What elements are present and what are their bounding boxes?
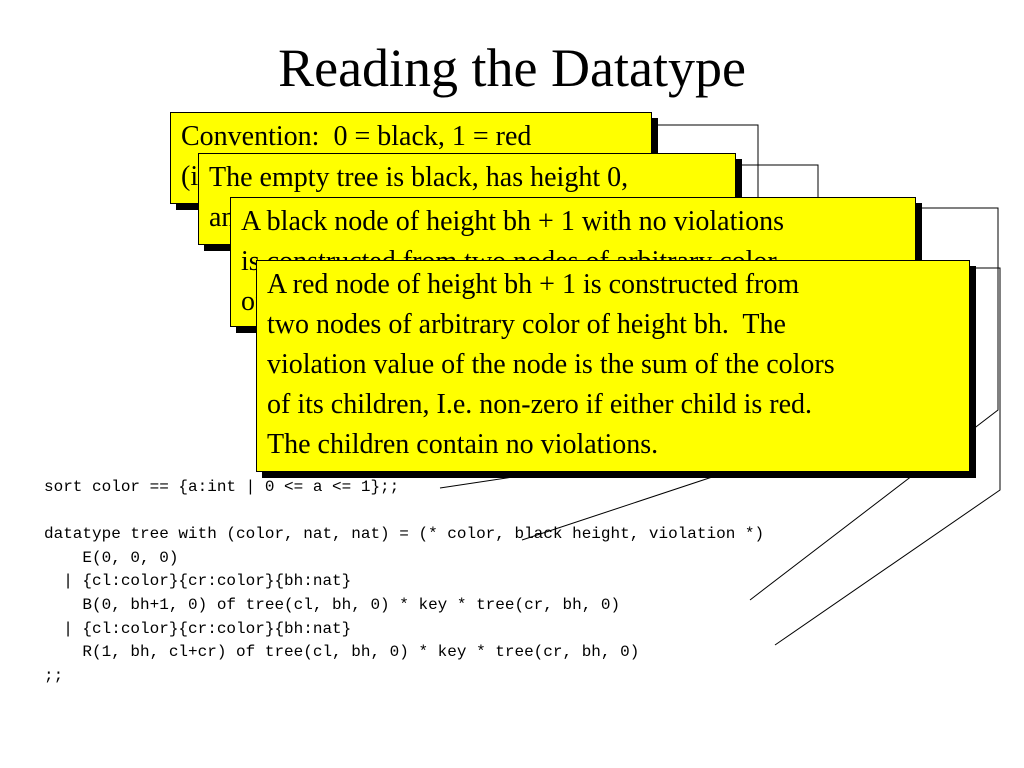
code-line: sort color == {a:int | 0 <= a <= 1};; — [44, 478, 400, 496]
code-line: | {cl:color}{cr:color}{bh:nat} — [44, 619, 352, 638]
code-line: | {cl:color}{cr:color}{bh:nat} — [44, 572, 352, 591]
code-line: B(0, bh+1, 0) of tree(cl, bh, 0) * key *… — [44, 595, 621, 614]
code-line — [44, 500, 764, 524]
connector-line-4 — [774, 267, 1001, 646]
code-line: R(1, bh, cl+cr) of tree(cl, bh, 0) * key… — [44, 643, 640, 662]
callout-red-node: A red node of height bh + 1 is construct… — [256, 260, 970, 472]
code-line: E(0, 0, 0) — [44, 548, 179, 567]
code-line: datatype tree with (color, nat, nat) = (… — [44, 525, 765, 544]
slide-title: Reading the Datatype — [278, 38, 746, 98]
connector-line-3 — [749, 207, 999, 601]
code-block: sort color == {a:int | 0 <= a <= 1};; da… — [44, 476, 764, 688]
code-line: ;; — [44, 666, 64, 685]
